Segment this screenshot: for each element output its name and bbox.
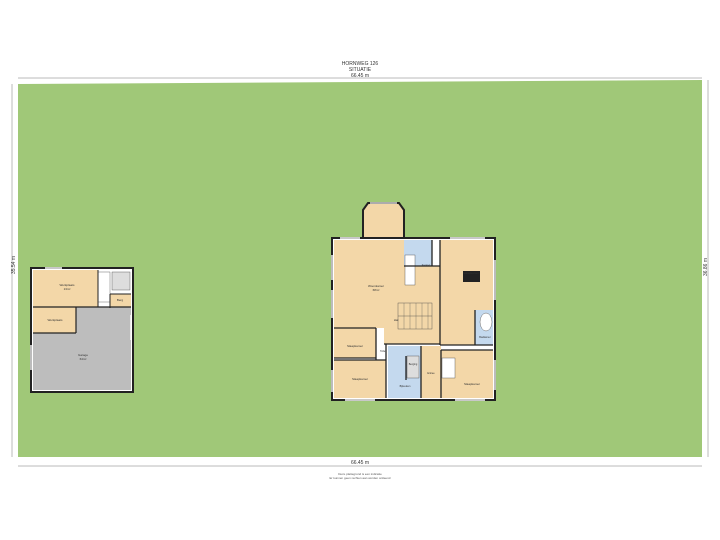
workshop-small-room (33, 307, 76, 333)
interior-walls (334, 240, 493, 398)
label-workshop-top-area: 13m² (63, 287, 71, 291)
wardrobe (441, 357, 456, 379)
address-title: HORNWEG 126 (341, 61, 379, 67)
label-garage-area: 64m² (79, 357, 87, 361)
label-bedroom-bottom-right: Slaapkamer (463, 382, 480, 386)
bay-window (362, 202, 405, 239)
label-workshop-small: Werkplaats (47, 318, 63, 322)
label-bedroom-left: Slaapkamer (351, 377, 368, 381)
garage-room (33, 307, 131, 390)
outbuilding (30, 267, 134, 393)
storage-room (110, 294, 131, 308)
bedroom-mid-room (334, 328, 376, 358)
bed (463, 271, 480, 282)
subtitle: SITUATIE (348, 67, 372, 73)
utility-room (406, 355, 420, 379)
label-living: Woonkamer (367, 284, 385, 288)
label-wc: Toilet (380, 350, 386, 353)
label-bedroom-right: Slaapkamer (462, 271, 479, 275)
label-hall: Hal (393, 318, 399, 322)
kitchen-counter (404, 254, 416, 286)
entrance-room (421, 346, 441, 398)
label-living-area: 68m² (372, 288, 380, 292)
footer-line-1: Deze plattegrond is een indicatie (338, 472, 382, 476)
label-utility: Berging (408, 363, 418, 366)
dimension-left: 35.54 m (11, 255, 17, 275)
label-workshop-top: Werkplaats (59, 283, 75, 287)
dimension-top: 66.45 m (350, 73, 370, 79)
bathtub (479, 312, 493, 332)
workshop-top-room (33, 270, 98, 307)
small-hall (376, 344, 388, 360)
label-entrance: Entree (427, 372, 435, 375)
label-garage: Garage (77, 353, 88, 357)
utility-block (111, 271, 131, 291)
label-bathroom: Badkamer (479, 336, 491, 339)
stairs-grid (397, 302, 433, 330)
stairs (97, 271, 111, 303)
label-storage: Berg (116, 298, 124, 302)
footer-line-2: Er kunnen geen rechten aan worden ontlee… (329, 476, 391, 480)
label-laundry: Bijkeuken (399, 385, 411, 388)
bedroom-left-room (334, 360, 386, 398)
dimension-bottom: 66.45 m (350, 460, 370, 466)
label-kitchen: Keuken (421, 264, 431, 267)
dimension-right: 36.86 m (703, 257, 709, 277)
label-bedroom-mid: Slaapkamer (346, 344, 363, 348)
main-house (331, 202, 496, 401)
